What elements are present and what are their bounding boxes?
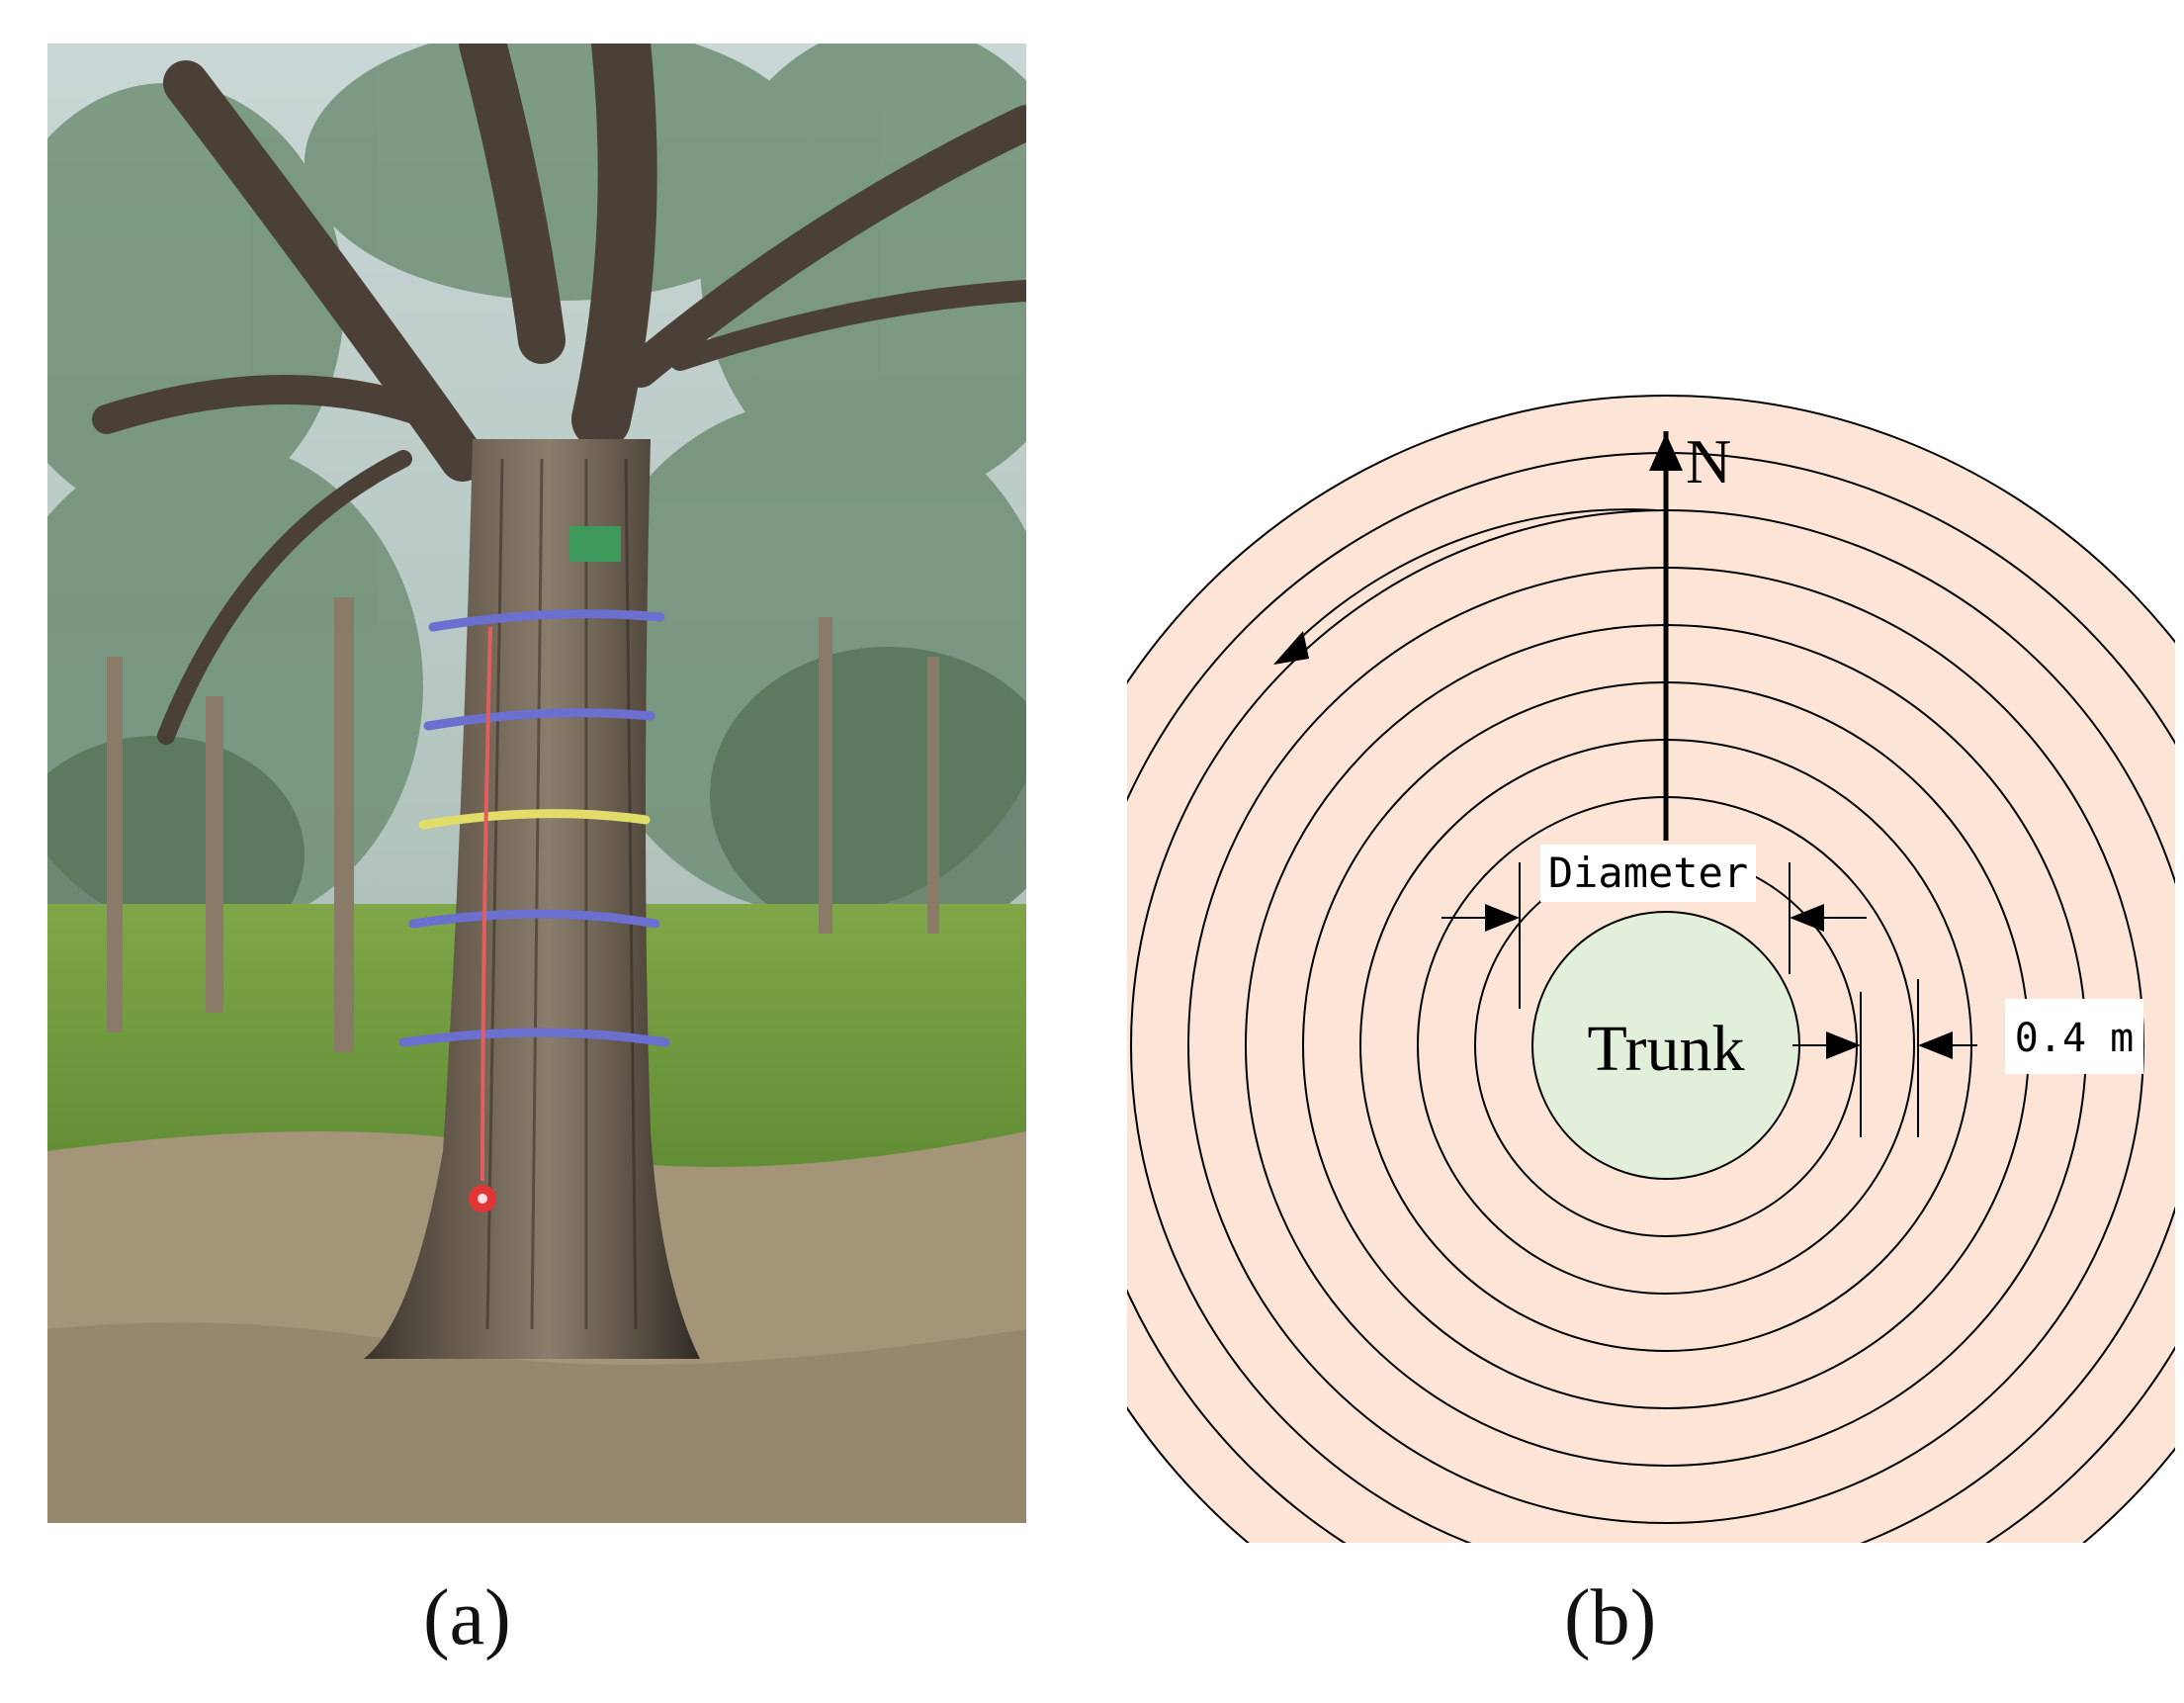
- ring-diagram: Trunk N Diameter 0.4 m: [1127, 395, 2175, 1543]
- tree-trunk: [364, 439, 700, 1359]
- measuring-bands: [398, 609, 670, 1047]
- trunk-label: Trunk: [1588, 1013, 1745, 1085]
- diameter-label: Diameter: [1548, 849, 1748, 897]
- tree-photo: [47, 44, 1026, 1523]
- caption-a: (a): [423, 1574, 511, 1661]
- caption-b: (b): [1564, 1574, 1657, 1661]
- spacing-label: 0.4 m: [2015, 1016, 2134, 1061]
- north-label: N: [1686, 426, 1731, 496]
- rotation-arrow-icon: [1284, 508, 1657, 654]
- measuring-tape: [480, 626, 492, 1182]
- branches: [92, 44, 1026, 745]
